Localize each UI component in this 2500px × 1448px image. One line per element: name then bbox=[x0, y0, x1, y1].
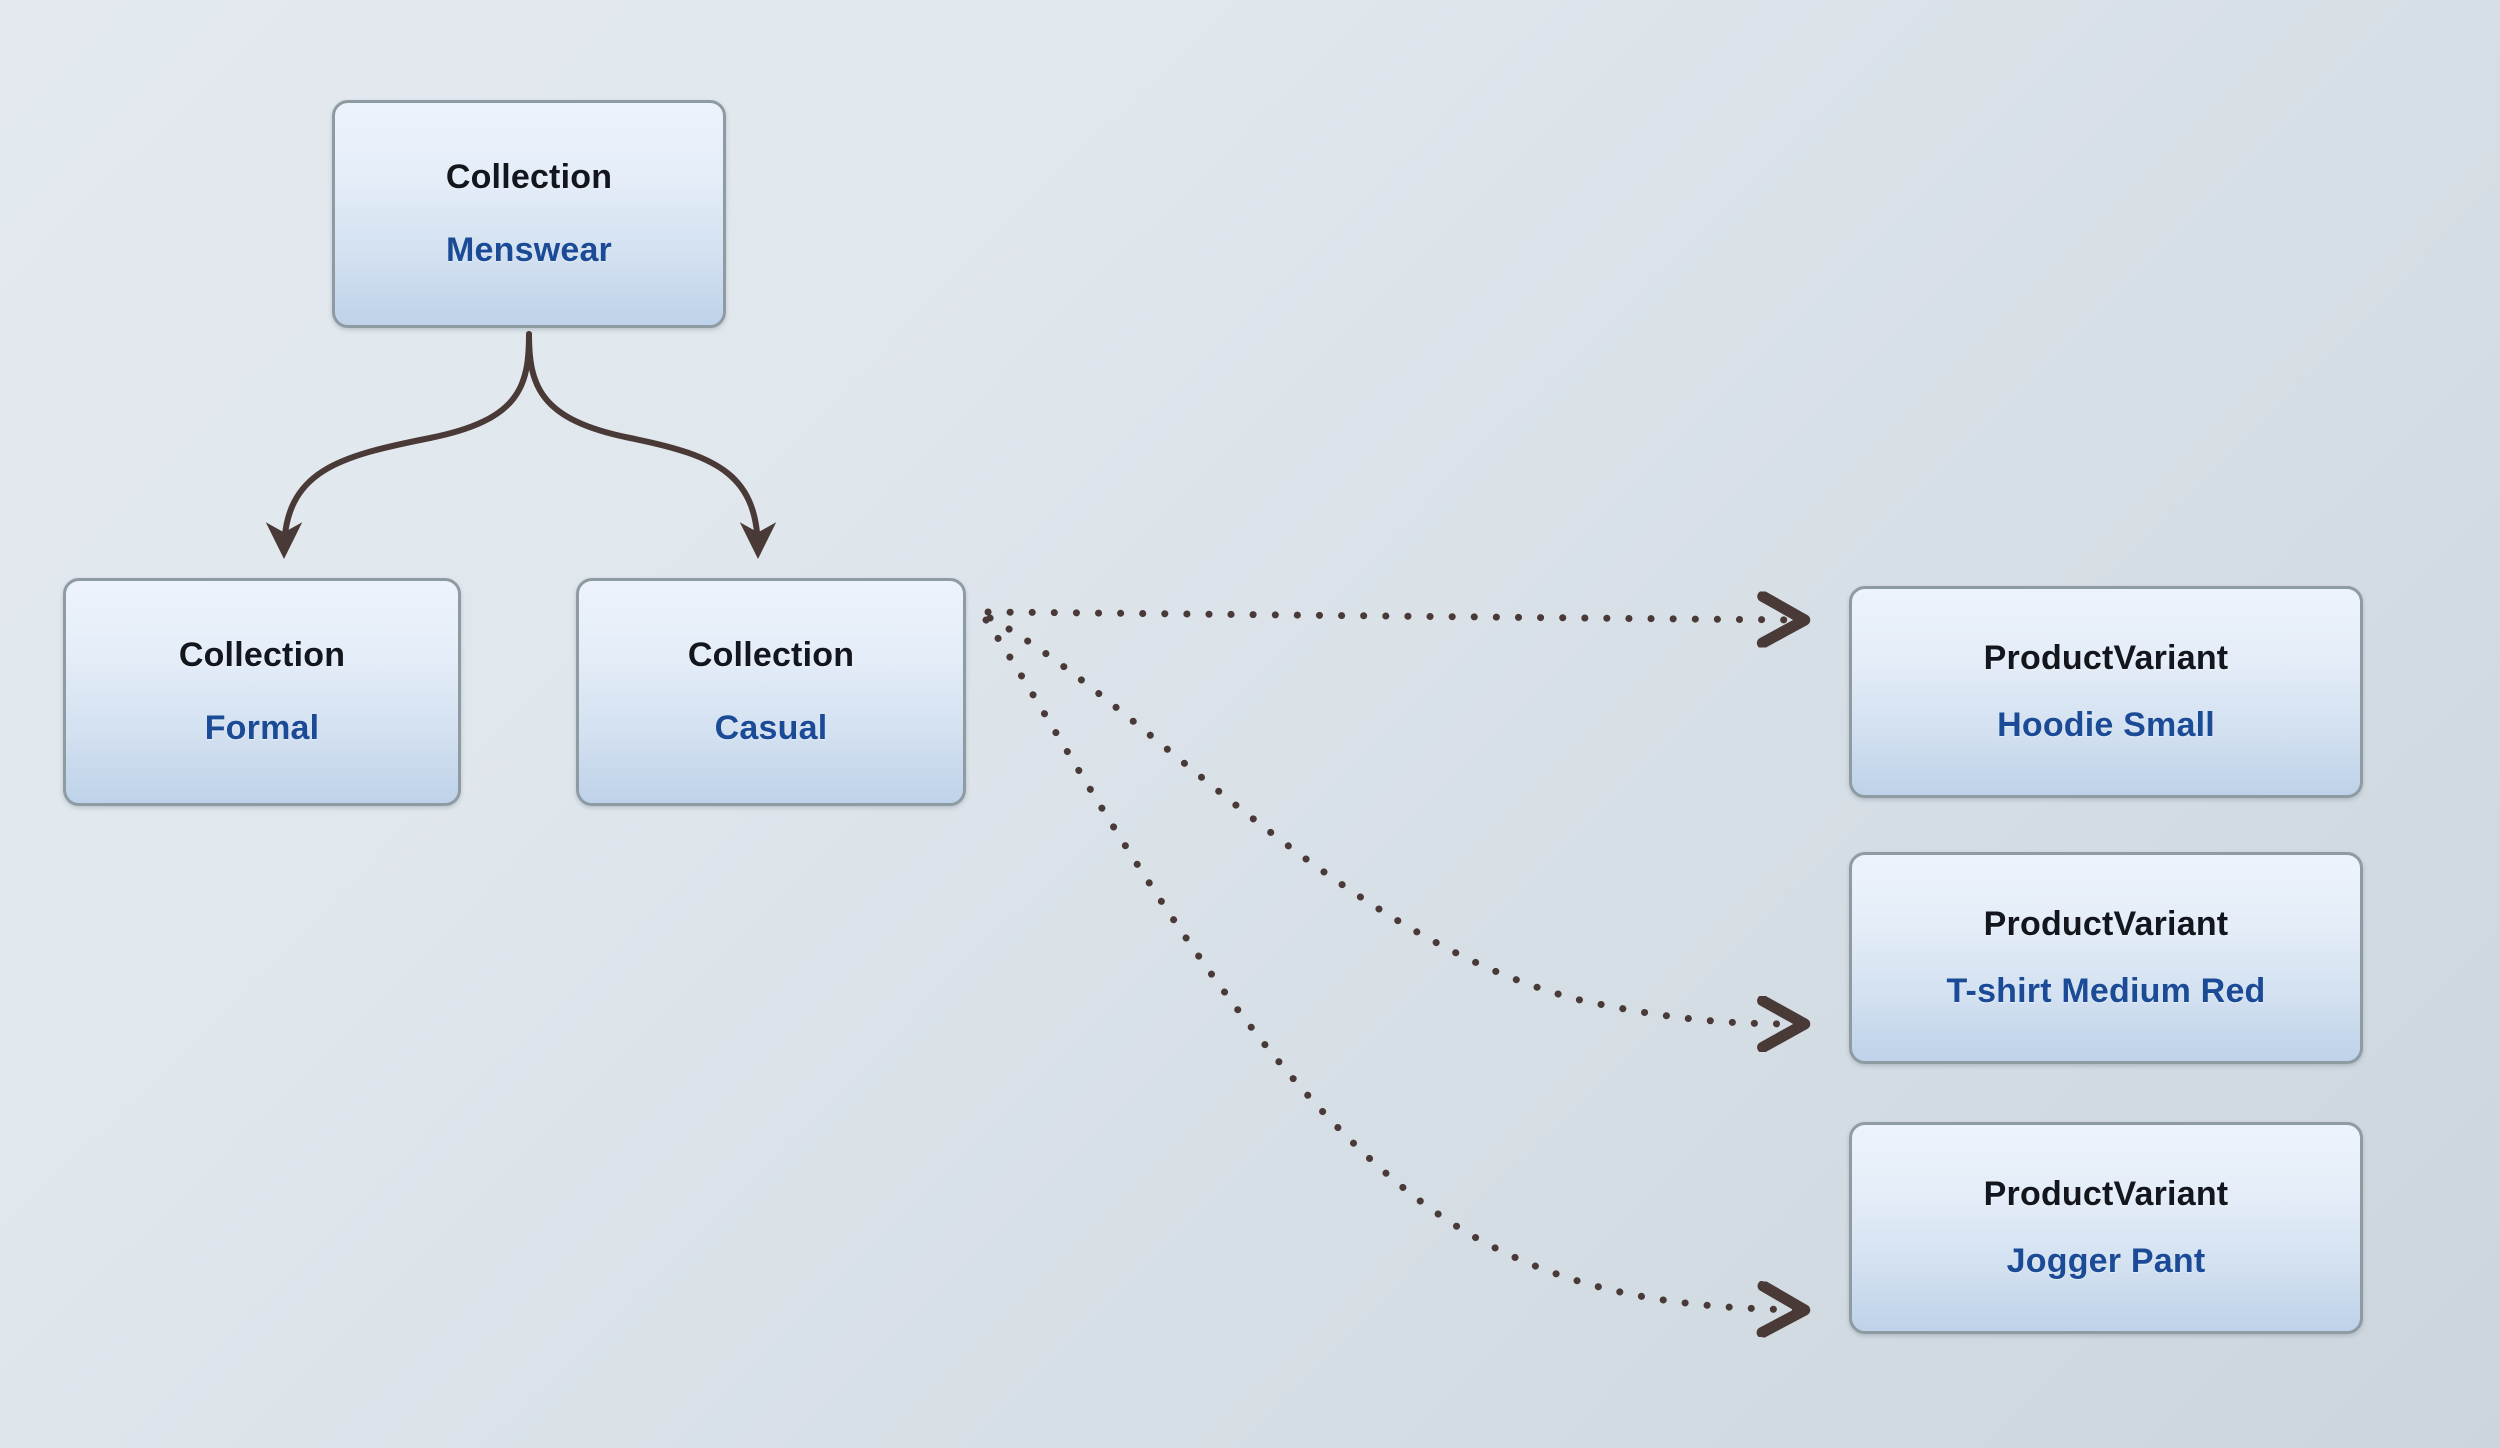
node-productvariant-jogger-pant[interactable]: ProductVariant Jogger Pant bbox=[1849, 1122, 2363, 1334]
node-productvariant-hoodie-small[interactable]: ProductVariant Hoodie Small bbox=[1849, 586, 2363, 798]
node-collection-formal[interactable]: Collection Formal bbox=[63, 578, 461, 806]
node-title: ProductVariant bbox=[1983, 638, 2229, 677]
node-collection-casual[interactable]: Collection Casual bbox=[576, 578, 966, 806]
node-value: Jogger Pant bbox=[2006, 1242, 2206, 1280]
node-title: ProductVariant bbox=[1983, 904, 2229, 943]
edge-edge-casual-to-tshirt-medium-red bbox=[986, 614, 1800, 1024]
edge-edge-casual-to-jogger-pant bbox=[982, 616, 1800, 1310]
node-value: T-shirt Medium Red bbox=[1946, 972, 2266, 1010]
edge-edge-menswear-to-casual bbox=[526, 331, 777, 559]
node-title: Collection bbox=[445, 157, 613, 196]
node-value: Casual bbox=[714, 709, 828, 747]
node-value: Menswear bbox=[445, 231, 612, 269]
node-value: Hoodie Small bbox=[1997, 706, 2215, 744]
node-collection-menswear[interactable]: Collection Menswear bbox=[332, 100, 726, 328]
edge-edge-casual-to-hoodie-small bbox=[984, 612, 1800, 620]
edge-edge-menswear-to-formal bbox=[265, 331, 532, 559]
node-productvariant-tshirt-medium-red[interactable]: ProductVariant T-shirt Medium Red bbox=[1849, 852, 2363, 1064]
node-title: Collection bbox=[687, 635, 855, 674]
node-title: Collection bbox=[178, 635, 346, 674]
node-title: ProductVariant bbox=[1983, 1174, 2229, 1213]
node-value: Formal bbox=[204, 709, 320, 747]
